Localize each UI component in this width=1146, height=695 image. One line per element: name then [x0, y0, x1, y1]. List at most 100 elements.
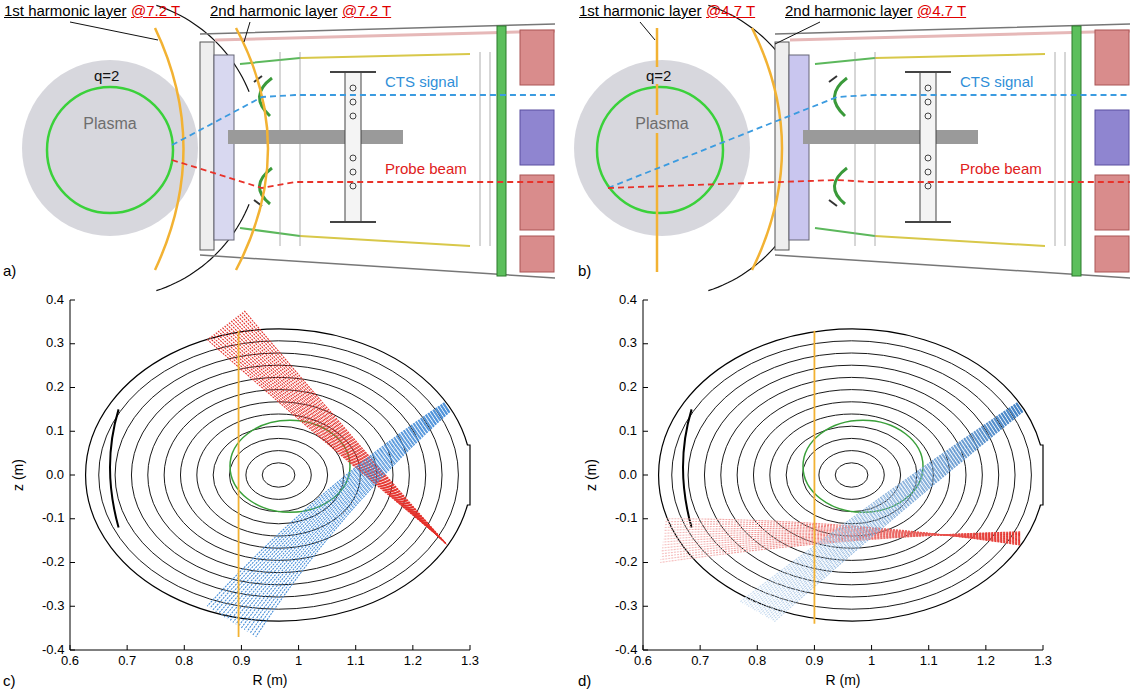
panel-letter: b) — [578, 262, 591, 279]
frame-line — [1065, 52, 1066, 246]
probe-beam-path — [172, 160, 555, 188]
shaft — [803, 130, 978, 144]
flux-surface — [770, 414, 933, 536]
frame-line — [875, 52, 876, 246]
x-axis — [643, 650, 1043, 651]
tick-label: 0.9 — [805, 654, 823, 669]
frame-line — [1055, 52, 1056, 246]
tick-mark — [70, 475, 75, 476]
beam-label: Probe beam — [960, 160, 1042, 177]
inner-guide — [240, 58, 300, 236]
tick-mark — [643, 387, 648, 388]
flux-surface — [835, 463, 868, 487]
harmonic-layer — [752, 28, 782, 270]
tick-mark — [412, 645, 413, 650]
frame-line — [280, 52, 281, 246]
tick-label: 0.3 — [619, 336, 637, 351]
flange-green — [1072, 26, 1081, 276]
harmonic-layer — [236, 28, 268, 270]
flange-block — [520, 30, 554, 85]
tick-label: -0.2 — [42, 555, 64, 570]
tick-label: 0.1 — [46, 424, 64, 439]
surface-label: q=2 — [644, 67, 673, 84]
tick-label: -0.2 — [615, 555, 637, 570]
flux-surface — [262, 463, 295, 487]
window-plate — [789, 55, 809, 240]
tick-label: 0.2 — [619, 380, 637, 395]
q2-surface — [47, 87, 173, 213]
flux-surface — [180, 402, 376, 548]
flux-surface — [230, 438, 328, 511]
tick-mark — [928, 645, 929, 650]
tick-label: 1.3 — [461, 654, 479, 669]
ray-trace — [247, 410, 449, 631]
tick-mark — [70, 300, 75, 301]
tick-mark — [643, 606, 648, 607]
inner-guide — [875, 54, 1045, 246]
tick-mark — [298, 645, 299, 650]
tick-label: 0.1 — [619, 424, 637, 439]
support-hole — [925, 113, 931, 119]
harmonic-layer — [155, 28, 184, 270]
support-hole — [925, 85, 931, 91]
ray-trace — [754, 406, 1019, 610]
axis-title: z (m) — [10, 459, 26, 491]
support-hole — [350, 169, 356, 175]
layer-label: 2nd harmonic layer — [785, 2, 913, 19]
tick-label: -0.1 — [42, 511, 64, 526]
layer-label: 1st harmonic layer — [579, 2, 702, 19]
tick-label: 0.6 — [634, 654, 652, 669]
leader-line — [775, 22, 820, 44]
tick-mark — [700, 645, 701, 650]
tick-label: 1.3 — [1034, 654, 1052, 669]
tick-label: 1 — [295, 654, 302, 669]
tick-mark — [643, 650, 648, 651]
waveguide-tube — [200, 24, 555, 278]
tick-mark — [643, 300, 648, 301]
tick-mark — [757, 645, 758, 650]
support-hole — [350, 85, 356, 91]
ray-trace — [244, 410, 448, 630]
mirror-mount — [829, 76, 837, 206]
axis-title: R (m) — [253, 672, 288, 688]
tick-label: 0.4 — [46, 293, 64, 308]
flange-block — [1095, 175, 1129, 230]
q2-surface — [803, 420, 923, 512]
leader-line — [244, 22, 250, 42]
vessel-boundary — [659, 329, 1043, 621]
tick-label: -0.3 — [42, 599, 64, 614]
tick-mark — [70, 431, 75, 432]
signal-label: CTS signal — [385, 73, 458, 90]
plasma-disc — [574, 60, 750, 236]
probe-beam-path — [608, 180, 1130, 188]
panel-letter: a) — [3, 262, 16, 279]
layer-label: 1st harmonic layer — [4, 2, 127, 19]
flange-block — [1095, 110, 1129, 165]
flux-plot — [70, 300, 470, 650]
harmonic-layer — [238, 331, 240, 637]
tick-mark — [70, 562, 75, 563]
flux-plot — [643, 300, 1043, 650]
support-hole — [925, 183, 931, 189]
support-hole — [925, 155, 931, 161]
tick-mark — [70, 387, 75, 388]
region-label: Plasma — [633, 115, 690, 133]
tick-label: 0.7 — [691, 654, 709, 669]
waveguide-tube — [775, 24, 1130, 278]
tick-label: -0.3 — [615, 599, 637, 614]
flange-green — [497, 26, 506, 276]
ray-trace — [774, 412, 1023, 622]
harmonic-layer — [656, 28, 659, 272]
frame-line — [490, 52, 491, 246]
flux-surface — [246, 451, 311, 500]
inner-guide — [815, 58, 875, 236]
tick-label: 0.4 — [619, 293, 637, 308]
flux-surface — [819, 451, 884, 500]
tick-label: 0.0 — [46, 468, 64, 483]
field-value: @7.2 T — [342, 2, 391, 19]
tick-label: 0.8 — [748, 654, 766, 669]
tick-mark — [643, 475, 648, 476]
tick-label: 1.2 — [404, 654, 422, 669]
harmonic-layer — [814, 331, 816, 624]
